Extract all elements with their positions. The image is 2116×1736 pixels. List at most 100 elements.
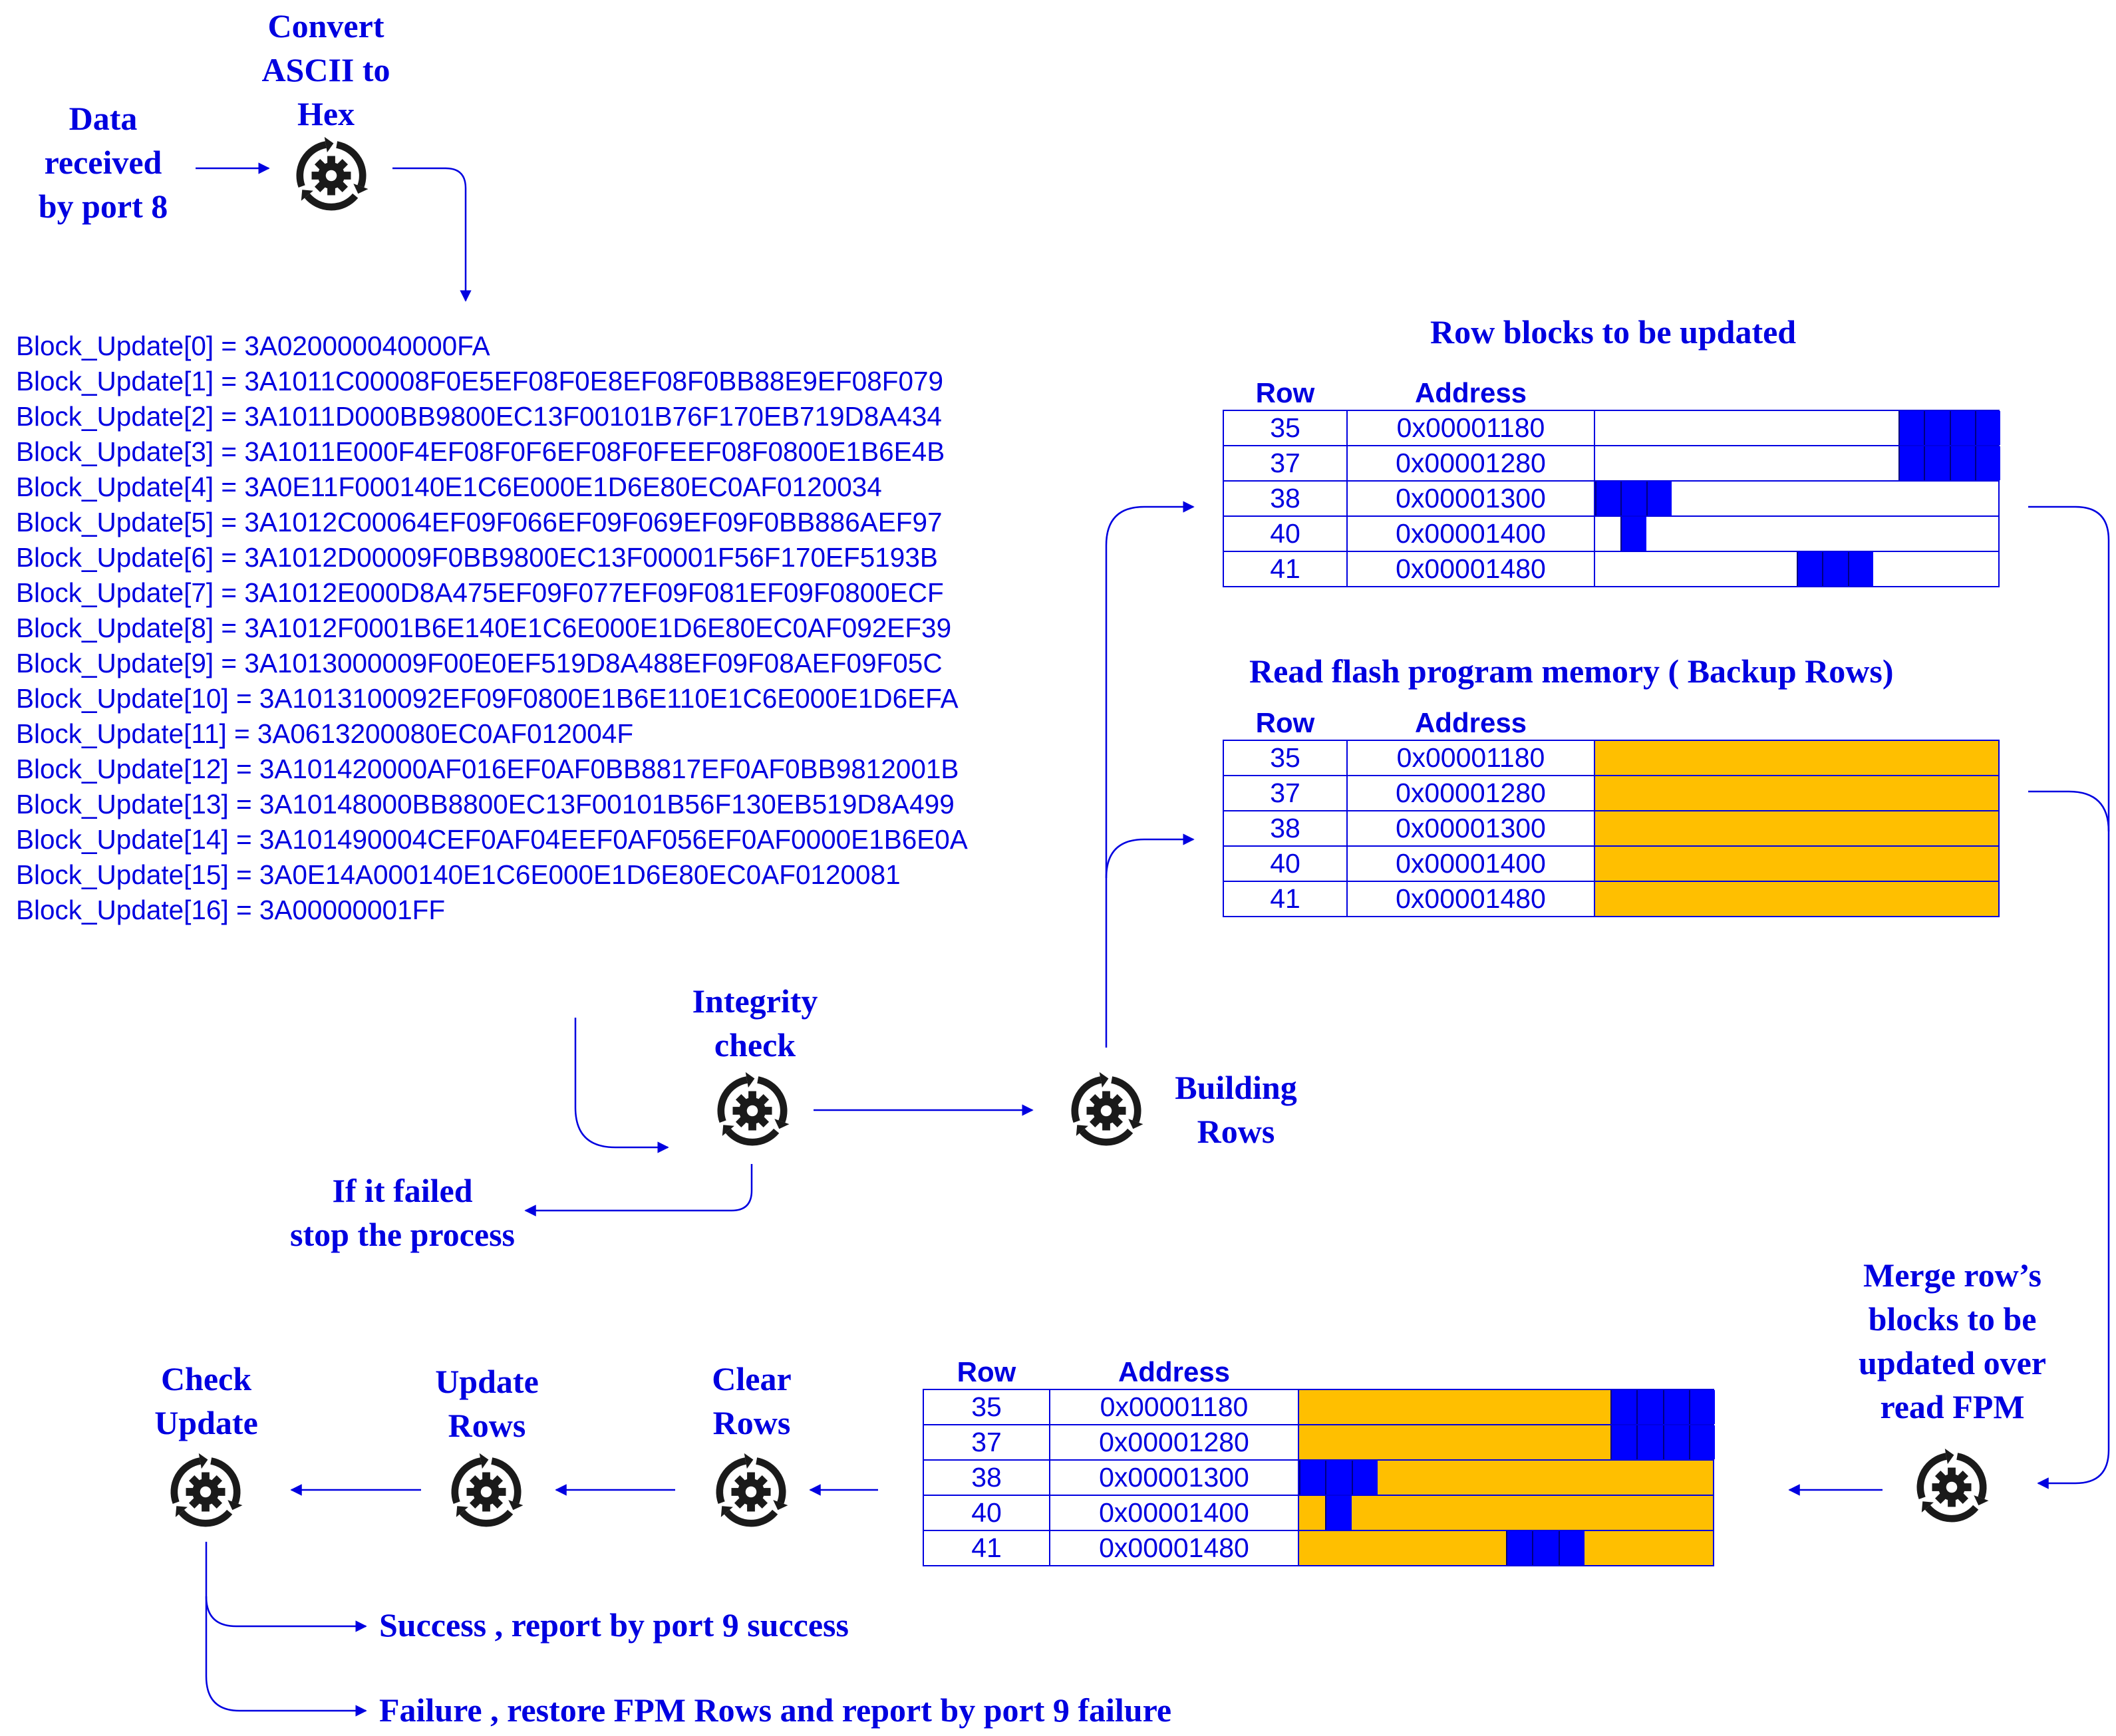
address-cell: 0x00001180	[1346, 410, 1595, 446]
failed-label: If it failed stop the process	[290, 1172, 515, 1253]
backup-row-segment	[1298, 1389, 1716, 1425]
arrow-building-to-blocks-table	[1105, 501, 1195, 1048]
address-column-header: Address	[1118, 1356, 1231, 1387]
building-gear-icon	[1067, 1072, 1145, 1150]
address-cell: 0x00001400	[1346, 515, 1595, 552]
row-column-header: Row	[957, 1356, 1016, 1387]
block-update-line: Block_Update[6] = 3A1012D00009F0BB9800EC…	[16, 542, 938, 573]
updated-block	[1898, 446, 1924, 480]
updated-block	[1689, 1390, 1716, 1424]
row-number-cell: 41	[1223, 881, 1348, 917]
block-update-line: Block_Update[14] = 3A101490004CEF0AF04EE…	[16, 824, 968, 855]
updated-block	[1595, 482, 1621, 515]
block-update-line: Block_Update[13] = 3A10148000BB8800EC13F…	[16, 789, 955, 819]
arrow-convert-to-blocks	[392, 167, 472, 302]
block-update-line: Block_Update[9] = 3A1013000009F00E0EF519…	[16, 648, 943, 678]
block-update-line: Block_Update[5] = 3A1012C00064EF09F066EF…	[16, 507, 943, 537]
updated-block	[1620, 482, 1646, 515]
arrow-building-to-backup-table	[1105, 833, 1195, 879]
address-cell: 0x00001300	[1346, 480, 1595, 517]
backup-row-segment	[1594, 810, 2000, 847]
failure-label: Failure , restore FPM Rows and report by…	[379, 1691, 1172, 1729]
row-number-cell: 40	[923, 1495, 1050, 1531]
row-segment	[1594, 445, 2001, 482]
check-gear-icon	[166, 1453, 245, 1531]
row-number-cell: 37	[1223, 445, 1348, 482]
block-update-line: Block_Update[11] = 3A0613200080EC0AF0120…	[16, 718, 634, 749]
row-number-cell: 41	[923, 1530, 1050, 1566]
address-cell: 0x00001480	[1346, 551, 1595, 587]
backup-row-segment	[1594, 881, 2000, 917]
block-update-line: Block_Update[2] = 3A1011D000BB9800EC13F0…	[16, 401, 942, 432]
updated-block	[1610, 1390, 1637, 1424]
block-update-line: Block_Update[16] = 3A00000001FF	[16, 895, 446, 925]
merge-label: Merge row’s blocks to be updated over re…	[1859, 1256, 2046, 1425]
updated-block	[1662, 1425, 1690, 1459]
updated-block	[1662, 1390, 1690, 1424]
updated-block	[1620, 517, 1646, 551]
updated-block	[1689, 1425, 1716, 1459]
updated-block	[1847, 552, 1874, 586]
row-segment	[1594, 515, 2000, 552]
block-update-line: Block_Update[4] = 3A0E11F000140E1C6E000E…	[16, 472, 882, 502]
updated-block	[1646, 482, 1672, 515]
blocks-table-title: Row blocks to be updated	[1430, 313, 1797, 351]
updated-block	[1949, 446, 1975, 480]
address-cell: 0x00001480	[1346, 881, 1595, 917]
address-cell: 0x00001300	[1346, 810, 1595, 847]
updated-block	[1636, 1390, 1663, 1424]
updated-block	[1822, 552, 1848, 586]
address-cell: 0x00001280	[1049, 1424, 1299, 1461]
backup-row-segment	[1298, 1424, 1716, 1461]
updated-block	[1325, 1496, 1352, 1530]
updated-block	[1898, 411, 1924, 445]
block-update-line: Block_Update[10] = 3A1013100092EF09F0800…	[16, 683, 959, 714]
updated-block	[1974, 411, 2001, 445]
convert-gear-icon	[292, 136, 371, 215]
block-update-line: Block_Update[8] = 3A1012F0001B6E140E1C6E…	[16, 613, 952, 643]
row-number-cell: 37	[923, 1424, 1050, 1461]
block-update-line: Block_Update[3] = 3A1011E000F4EF08F0F6EF…	[16, 436, 945, 467]
data-received-label: Data received by port 8	[38, 100, 168, 225]
check-label: Check Update	[154, 1360, 258, 1441]
address-cell: 0x00001280	[1346, 445, 1595, 482]
updated-block	[1924, 411, 1950, 445]
row-number-cell: 40	[1223, 515, 1348, 552]
address-cell: 0x00001280	[1346, 775, 1595, 811]
row-number-cell: 38	[923, 1459, 1050, 1496]
block-update-line: Block_Update[1] = 3A1011C00008F0E5EF08F0…	[16, 366, 944, 396]
row-number-cell: 38	[1223, 810, 1348, 847]
row-number-cell: 35	[1223, 740, 1348, 776]
row-number-cell: 37	[1223, 775, 1348, 811]
address-cell: 0x00001180	[1049, 1389, 1299, 1425]
updated-block	[1506, 1531, 1533, 1565]
arrow-blocks-to-integrity	[574, 1018, 669, 1153]
updated-block	[1299, 1461, 1326, 1495]
arrow-check-to-failure	[205, 1596, 367, 1717]
row-number-cell: 40	[1223, 845, 1348, 882]
row-segment	[1594, 480, 2000, 517]
updated-block	[1351, 1461, 1378, 1495]
row-number-cell: 35	[1223, 410, 1348, 446]
address-cell: 0x00001480	[1049, 1530, 1299, 1566]
update-label: Update Rows	[435, 1363, 539, 1444]
address-column-header: Address	[1414, 707, 1527, 738]
backup-row-segment	[1298, 1530, 1714, 1566]
row-column-header: Row	[1255, 377, 1315, 408]
updated-block	[1924, 446, 1950, 480]
row-column-header: Row	[1255, 707, 1315, 738]
integrity-gear-icon	[713, 1072, 792, 1150]
